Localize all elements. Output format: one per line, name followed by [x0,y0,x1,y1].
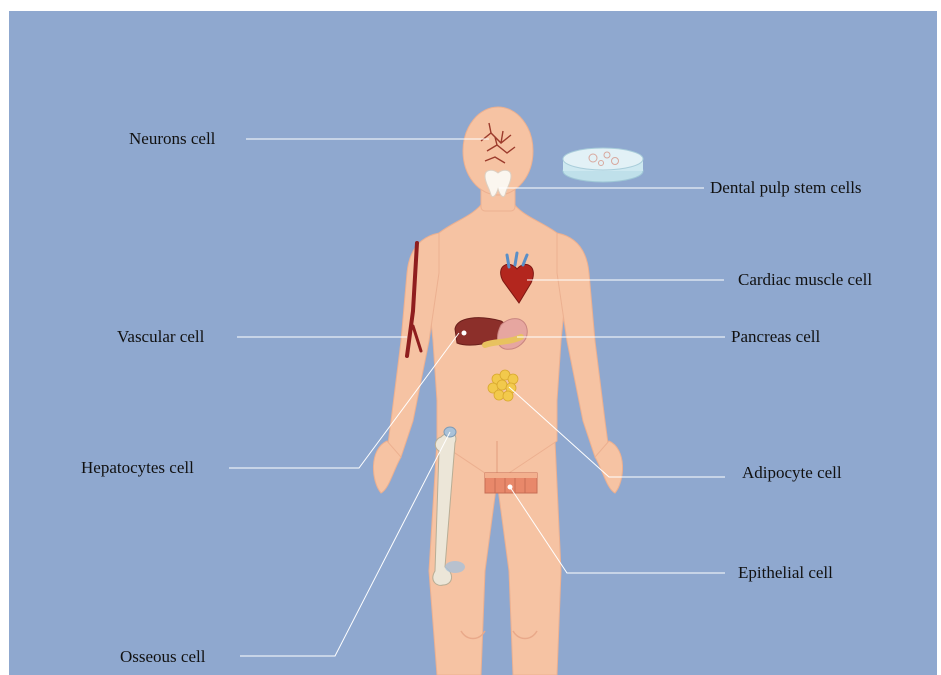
diagram-panel: Neurons cell Dental pulp stem cells Card… [9,11,937,675]
petri-dish-icon [563,148,643,182]
label-osseous-cell: Osseous cell [120,647,205,667]
label-cardiac-muscle-cell: Cardiac muscle cell [738,270,872,290]
label-epithelial-cell: Epithelial cell [738,563,833,583]
epithelium-tissue-icon [485,473,537,493]
label-dental-pulp-stem-cells: Dental pulp stem cells [710,178,862,198]
label-vascular-cell: Vascular cell [117,327,204,347]
label-hepatocytes-cell: Hepatocytes cell [81,458,194,478]
leader-osseous [240,432,450,656]
label-neurons-cell: Neurons cell [129,129,215,149]
label-adipocyte-cell: Adipocyte cell [742,463,842,483]
label-pancreas-cell: Pancreas cell [731,327,820,347]
